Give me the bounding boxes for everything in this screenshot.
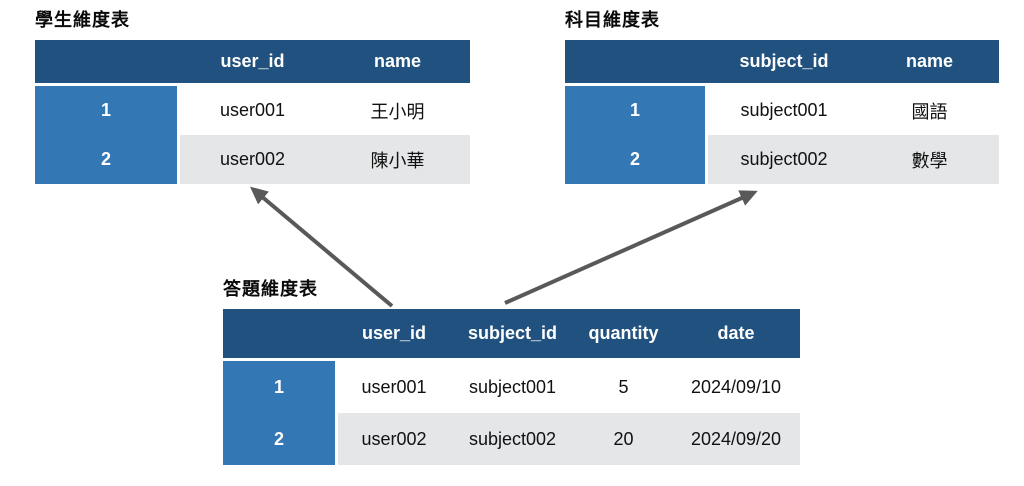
student-row-key: 1 xyxy=(35,86,180,135)
answers-cell-date: 2024/09/20 xyxy=(672,413,800,465)
subject-table-section: 科目維度表 subject_id name 1 subject001 國語 2 … xyxy=(565,8,999,184)
student-cell-name: 陳小華 xyxy=(325,135,470,184)
subject-column-header-subject-id: subject_id xyxy=(708,40,860,86)
answers-cell-subject-id: subject001 xyxy=(450,361,575,413)
subject-cell-subject-id: subject001 xyxy=(708,86,860,135)
answers-dimension-table: user_id subject_id quantity date 1 user0… xyxy=(223,309,800,465)
answers-column-header-subject-id: subject_id xyxy=(450,309,575,361)
answers-column-header-user-id: user_id xyxy=(338,309,450,361)
student-cell-user-id: user001 xyxy=(180,86,325,135)
subject-cell-name: 國語 xyxy=(860,86,999,135)
student-column-header-name: name xyxy=(325,40,470,86)
student-table-row: 2 user002 陳小華 xyxy=(35,135,470,184)
answers-row-key: 2 xyxy=(223,413,338,465)
answers-table-row: 1 user001 subject001 5 2024/09/10 xyxy=(223,361,800,413)
answers-cell-quantity: 5 xyxy=(575,361,672,413)
answers-column-header-quantity: quantity xyxy=(575,309,672,361)
subject-dimension-table: subject_id name 1 subject001 國語 2 subjec… xyxy=(565,40,999,184)
subject-table-row: 1 subject001 國語 xyxy=(565,86,999,135)
student-column-header-user-id: user_id xyxy=(180,40,325,86)
student-header-row: user_id name xyxy=(35,40,470,86)
answers-row-key: 1 xyxy=(223,361,338,413)
answers-header-row: user_id subject_id quantity date xyxy=(223,309,800,361)
student-corner-header xyxy=(35,40,180,86)
subject-cell-name: 數學 xyxy=(860,135,999,184)
answers-cell-date: 2024/09/10 xyxy=(672,361,800,413)
answers-cell-user-id: user002 xyxy=(338,413,450,465)
student-row-key: 2 xyxy=(35,135,180,184)
answers-table-row: 2 user002 subject002 20 2024/09/20 xyxy=(223,413,800,465)
student-cell-name: 王小明 xyxy=(325,86,470,135)
student-cell-user-id: user002 xyxy=(180,135,325,184)
student-table-section: 學生維度表 user_id name 1 user001 王小明 2 user0… xyxy=(35,8,470,184)
student-table-title: 學生維度表 xyxy=(35,10,130,30)
subject-column-header-name: name xyxy=(860,40,999,86)
subject-header-row: subject_id name xyxy=(565,40,999,86)
answers-column-header-date: date xyxy=(672,309,800,361)
subject-table-row: 2 subject002 數學 xyxy=(565,135,999,184)
answers-corner-header xyxy=(223,309,338,361)
answers-table-title: 答題維度表 xyxy=(223,279,318,299)
subject-table-title: 科目維度表 xyxy=(565,10,660,30)
student-table-row: 1 user001 王小明 xyxy=(35,86,470,135)
student-dimension-table: user_id name 1 user001 王小明 2 user002 陳小華 xyxy=(35,40,470,184)
subject-row-key: 2 xyxy=(565,135,708,184)
answers-cell-user-id: user001 xyxy=(338,361,450,413)
subject-corner-header xyxy=(565,40,708,86)
answers-table-section: 答題維度表 user_id subject_id quantity date 1… xyxy=(223,277,800,465)
subject-row-key: 1 xyxy=(565,86,708,135)
subject-cell-subject-id: subject002 xyxy=(708,135,860,184)
answers-cell-quantity: 20 xyxy=(575,413,672,465)
answers-cell-subject-id: subject002 xyxy=(450,413,575,465)
